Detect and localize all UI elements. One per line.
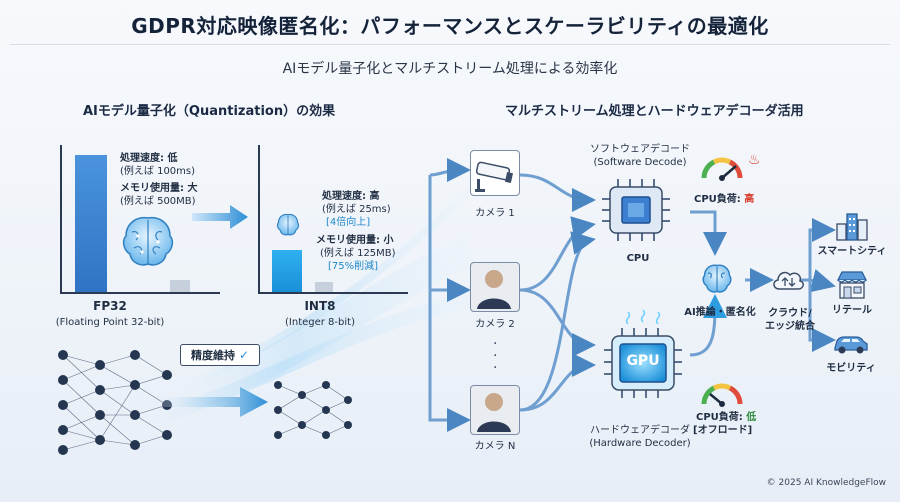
cpu-load-low-value: 低 xyxy=(746,412,757,423)
brain-small-icon xyxy=(276,213,300,236)
multistream-section-title: マルチストリーム処理とハードウェアデコーダ活用 xyxy=(505,104,804,119)
fp32-bar-small xyxy=(170,280,190,292)
fp32-speed-example: (例えば 100ms) xyxy=(120,166,196,177)
fp32-name: FP32 xyxy=(93,299,127,313)
int8-bar-small xyxy=(315,282,333,292)
cpu-load-high-label: CPU負荷: xyxy=(694,194,745,205)
cloud-edge-label-2: エッジ統合 xyxy=(765,321,815,332)
int8-memory-gain: [75%削減] xyxy=(328,261,379,272)
int8-bar xyxy=(272,250,302,292)
accuracy-badge: 精度維持 ✓ xyxy=(180,344,260,366)
fp32-desc: (Floating Point 32-bit) xyxy=(55,317,165,328)
cpu-load-high-gauge-icon xyxy=(701,157,743,181)
heat-icon: ♨ xyxy=(748,152,761,168)
gpu-chip-icon xyxy=(604,309,682,398)
software-decode-sub: (Software Decode) xyxy=(593,157,687,168)
camera-ellipsis: ··· xyxy=(493,336,498,376)
int8-speed-label: 処理速度: 高 xyxy=(322,191,380,202)
int8-desc: (Integer 8-bit) xyxy=(285,317,355,328)
retail-store-icon xyxy=(836,271,868,299)
hardware-decoder-sub: (Hardware Decoder) xyxy=(589,438,691,449)
accuracy-badge-label: 精度維持 xyxy=(190,348,235,362)
fp32-memory-example: (例えば 500MB) xyxy=(120,196,196,207)
int8-x-axis xyxy=(258,292,408,294)
car-mobility-icon xyxy=(834,336,868,354)
cloud-edge-label-1: クラウド/ xyxy=(768,308,812,319)
cpu-load-high: CPU負荷: 高 xyxy=(694,193,754,206)
check-icon: ✓ xyxy=(238,348,250,362)
hardware-decoder-label: ハードウェアデコーダ xyxy=(590,425,690,436)
title-divider xyxy=(10,44,890,45)
person-blurred-icon xyxy=(477,270,511,309)
cpu-load-low-gauge-icon xyxy=(701,383,743,407)
output-smart-city: スマートシティ xyxy=(817,246,887,257)
camera-1-frame[interactable] xyxy=(470,150,520,196)
ai-brain-icon xyxy=(702,264,732,293)
cpu-chip-icon xyxy=(602,179,670,241)
quantization-arrow-icon xyxy=(192,205,248,229)
output-mobility: モビリティ xyxy=(826,363,876,374)
page-subtitle: AIモデル量子化とマルチストリーム処理による効率化 xyxy=(282,61,618,77)
brain-large-icon xyxy=(122,216,174,266)
cpu-load-high-value: 高 xyxy=(744,194,755,205)
smart-city-icon xyxy=(836,213,868,241)
camera-2-frame[interactable] xyxy=(470,262,520,312)
cpu-load-low: CPU負荷: 低 xyxy=(696,411,756,424)
int8-y-axis xyxy=(258,145,260,293)
cloud-sync-icon xyxy=(773,271,804,290)
camera-n-label: カメラ N xyxy=(474,441,516,452)
output-retail: リテール xyxy=(832,305,872,316)
cpu-label: CPU xyxy=(626,253,650,264)
int8-speed-example: (例えば 25ms) xyxy=(322,204,391,215)
ai-inference-label: AI推論・匿名化 xyxy=(684,307,756,318)
person-blurred-icon xyxy=(477,393,511,432)
camera-1-label: カメラ 1 xyxy=(475,208,515,219)
int8-memory-example: (例えば 125MB) xyxy=(320,248,396,259)
fp32-x-axis xyxy=(60,292,220,294)
gpu-label: GPU xyxy=(626,353,660,369)
camera-n-frame[interactable] xyxy=(470,385,520,435)
fp32-speed-label: 処理速度: 低 xyxy=(120,153,178,164)
int8-name: INT8 xyxy=(304,299,336,313)
fp32-y-axis xyxy=(60,145,62,293)
neural-network-small-icon xyxy=(274,381,352,439)
cpu-load-offload-note: [オフロード] xyxy=(693,425,753,436)
cctv-camera-icon xyxy=(475,161,513,192)
int8-memory-label: メモリ使用量: 小 xyxy=(316,235,394,246)
network-compression-arrow-icon xyxy=(160,387,268,417)
fp32-bar xyxy=(75,155,107,292)
copyright-footer: © 2025 AI KnowledgeFlow xyxy=(766,478,886,488)
page-title: GDPR対応映像匿名化：パフォーマンスとスケーラビリティの最適化 xyxy=(131,14,769,38)
quantization-section-title: AIモデル量子化（Quantization）の効果 xyxy=(83,104,336,119)
camera-2-label: カメラ 2 xyxy=(475,319,515,330)
int8-speed-gain: [4倍向上] xyxy=(326,217,371,228)
cpu-load-low-label: CPU負荷: xyxy=(696,412,747,423)
software-decode-label: ソフトウェアデコード xyxy=(590,144,690,155)
fp32-memory-label: メモリ使用量: 大 xyxy=(120,183,198,194)
